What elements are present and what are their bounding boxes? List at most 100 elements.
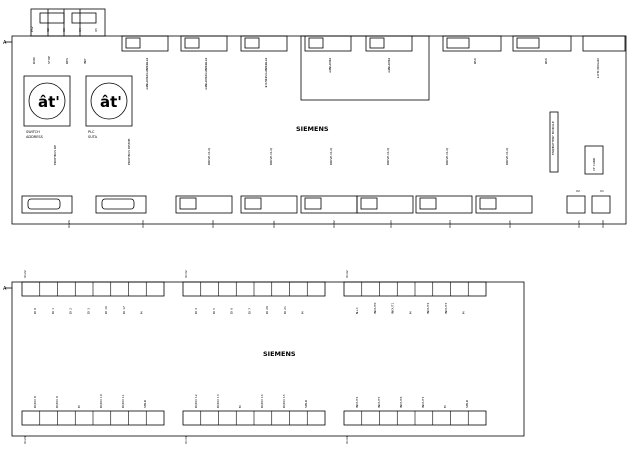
top-port-label: ETHERNET/PROFINET [145, 58, 149, 90]
pin-label: DI 4 [194, 308, 198, 314]
bottom-pin-label: DI/DO 9 [55, 396, 59, 408]
pin-label: M [462, 311, 466, 314]
dial-caption-1b: ADDRESS [26, 135, 44, 139]
bottom-pin-label: INOUT4 [355, 396, 359, 408]
pin-label: M [301, 311, 305, 314]
status-label: INIT [83, 58, 87, 64]
port-id: X100 [211, 220, 215, 228]
port-id: X101 [272, 220, 276, 228]
pin-label: DI 3 [86, 308, 90, 314]
bottom-port-label: DRIVE-CLiQ [386, 147, 390, 165]
bottom-port-label: DRIVE-CLiQ [445, 147, 449, 165]
dial-caption-1a: SWITCH [26, 130, 40, 134]
dial-glyph-2: ât' [100, 93, 122, 111]
top-port-label: PROFINET [328, 58, 332, 73]
pin-label: DI 6 [230, 308, 234, 314]
port-id: X102 [332, 220, 336, 228]
top-port-label: ETHERNET/PROFINET [204, 58, 208, 90]
bottom-pin-label: DI/DO 8 [33, 396, 37, 408]
bottom-port-label: DRIVE-CLiQ [207, 147, 211, 165]
bottom-pin-label: M [77, 405, 81, 408]
pin-label: DI 2 [69, 308, 73, 314]
pin-label: DI 5 [212, 308, 216, 314]
group-label: X124 [23, 436, 27, 444]
group-label: X134 [184, 436, 188, 444]
dial-caption-2a: PLC [88, 130, 95, 134]
bottom-pin-label: M [443, 405, 447, 408]
status-labels: RUN STOP RES INIT [32, 56, 87, 64]
module-label: CF CARD [592, 157, 596, 171]
pin-label: DI 16 [104, 306, 108, 314]
header-label: X132 [184, 270, 188, 278]
pin-label: INOUT2 [426, 302, 430, 314]
bottom-pin-label: DI/DO 14 [260, 394, 264, 408]
status-label: STOP [47, 56, 51, 64]
switch-label: X2 [46, 28, 50, 32]
bottom-port-ids: X126 X136 X100 X101 X102 X103 X104 X105 [67, 220, 512, 228]
switch-label: X5 [94, 28, 98, 32]
top-port-label: USB [544, 58, 548, 64]
switch-label: X3 [62, 28, 66, 32]
pin-labels: DI 0 DI 1 DI 2 DI 3 DI 16 DI 17 M DI/DO 8 DI/DO … [33, 302, 469, 408]
dial-box-2 [85, 75, 133, 127]
panel-marker-bottom: A [3, 286, 7, 292]
dial-glyph-1: ât' [38, 93, 60, 111]
right-label: X100 [601, 220, 605, 228]
pin-label: DI 7 [247, 308, 251, 314]
pin-label: N+C [355, 307, 359, 314]
bottom-port-label: PROFIBUS DP/MPI [127, 138, 131, 165]
switch-label: X4 [78, 28, 82, 32]
bottom-port-label: DRIVE-CLiQ [329, 147, 333, 165]
header-label: X142 [345, 270, 349, 278]
brand-logo-bottom: SIEMENS [263, 350, 296, 358]
bottom-pin-label: SHLD [304, 399, 308, 408]
bottom-pin-label: INOUT7 [421, 396, 425, 408]
module-label: FAN/BATTERY MODULE [551, 121, 555, 155]
brand-logo-top: SIEMENS [296, 125, 329, 133]
bottom-pin-label: SHLD [143, 399, 147, 408]
bottom-pin-label: DI/DO 10 [99, 394, 103, 408]
pin-label: DI 17 [122, 306, 126, 314]
top-device-panel: A [3, 8, 627, 225]
port-id: X103 [389, 220, 393, 228]
top-port-label: PROFINET [387, 58, 391, 73]
status-label: RES [65, 58, 69, 64]
bottom-pin-label: DI/DO 15 [282, 394, 286, 408]
right-label: X175 [577, 220, 581, 228]
group-label: X144 [345, 436, 349, 444]
switch-labels: PS2 X2 X3 X4 X5 [30, 26, 98, 32]
pin-label: DI 0 [33, 308, 37, 314]
port-id: X104 [448, 220, 452, 228]
pin-label: M [140, 311, 144, 314]
bottom-pin-label: INOUT6 [399, 396, 403, 408]
top-port-text: ETHERNET/PROFINET ETHERNET/PROFINET ETHE… [145, 58, 600, 90]
bottom-pin-label: M [238, 405, 242, 408]
bottom-port-label: DRIVE-CLiQ [505, 147, 509, 165]
bottom-pin-label: SHLD [465, 399, 469, 408]
port-id: X126 [67, 220, 71, 228]
pin-label: DI 21 [283, 306, 287, 314]
pin-label: DI 1 [51, 308, 55, 314]
pin-label: INOUT0 [373, 302, 377, 314]
port-id: X105 [508, 220, 512, 228]
dial-caption-2b: SUTA [88, 135, 98, 139]
dial-box-1 [23, 75, 71, 127]
bottom-pin-label: DI/DO 12 [194, 394, 198, 408]
pin-label: DI 20 [265, 306, 269, 314]
port-id: X136 [141, 220, 145, 228]
bottom-pin-label: DI/DO 11 [121, 394, 125, 408]
pin-label: M [408, 311, 412, 314]
bottom-pin-label: INOUT5 [377, 396, 381, 408]
bottom-port-label: DRIVE-CLiQ [269, 147, 273, 165]
top-port-label: ETHERNET/SERVICE [264, 58, 268, 88]
panel-marker-top: A [3, 40, 7, 46]
bottom-port-text: PROFIBUS DP PROFIBUS DP/MPI DRIVE-CLiQ D… [53, 138, 509, 165]
switch-label: PS2 [30, 26, 34, 32]
right-label: X2 [576, 189, 580, 193]
pin-label: INOUT3 [444, 302, 448, 314]
pin-label: INOUT1 [391, 302, 395, 314]
status-label: RUN [32, 57, 36, 64]
header-label: X122 [23, 270, 27, 278]
top-port-label: USB [473, 58, 477, 64]
